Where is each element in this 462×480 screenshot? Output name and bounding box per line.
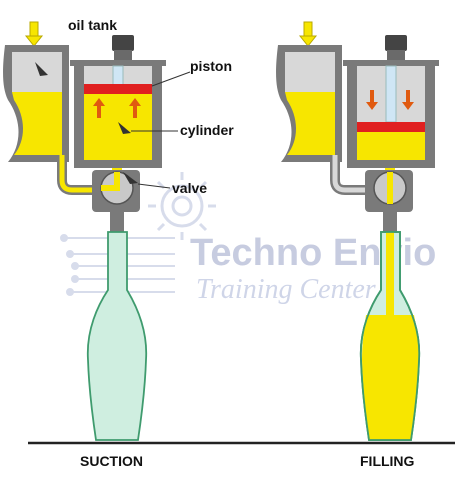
inlet-arrow-icon (24, 21, 44, 47)
cylinder-cap (385, 35, 407, 60)
oil-tank-label: oil tank (68, 17, 117, 33)
valve-leader-line (137, 183, 171, 189)
watermark-subtitle: Training Center (196, 274, 376, 305)
cylinder (70, 60, 166, 168)
inlet-arrow-icon (298, 21, 318, 47)
gear-icon (148, 172, 216, 240)
filling-unit (276, 21, 439, 441)
piston (357, 122, 425, 132)
up-arrow-icon (93, 98, 141, 118)
suction-unit (3, 21, 166, 441)
valve-label: valve (172, 180, 207, 196)
piston (84, 84, 152, 94)
oil-tank (3, 45, 70, 162)
piston-leader-line (151, 71, 191, 87)
filling-caption: FILLING (360, 453, 415, 469)
empty-bottle (86, 231, 148, 441)
oil-tank (276, 45, 342, 162)
suction-caption: SUCTION (80, 453, 143, 469)
valve (92, 170, 140, 232)
filled-bottle (359, 231, 421, 441)
down-arrow-icon (366, 90, 414, 110)
cylinder (343, 60, 439, 168)
oil-tank-pointer-icon (35, 62, 48, 76)
cylinder-pointer-icon (118, 122, 131, 134)
cylinder-label: cylinder (180, 122, 234, 138)
cylinder-cap (112, 35, 134, 60)
valve (365, 170, 413, 232)
piston-label: piston (190, 58, 232, 74)
valve-pointer-icon (123, 172, 138, 184)
